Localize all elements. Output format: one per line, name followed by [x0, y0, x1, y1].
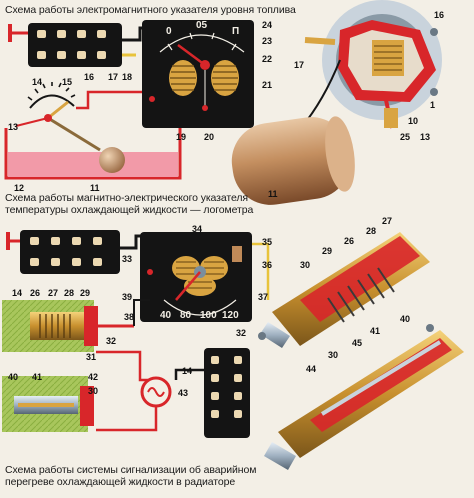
label-24: 24 — [262, 20, 272, 30]
label-30-c: 30 — [328, 350, 338, 360]
label-33: 33 — [122, 254, 132, 264]
label-17-b: 17 — [294, 60, 304, 70]
label-41-b: 41 — [370, 326, 380, 336]
fuel-dial-full: П — [232, 26, 239, 37]
fuel-gauge-panel — [142, 20, 254, 128]
caption-fuel-gauge: Схема работы электромагнитного указателя… — [5, 4, 296, 16]
temp-sensor-cutaway-upper — [258, 232, 430, 348]
label-30-a: 30 — [300, 260, 310, 270]
alarm-lamp — [140, 376, 172, 408]
label-14-a: 14 — [32, 77, 42, 87]
label-40-a: 40 — [8, 372, 18, 382]
label-10: 10 — [408, 116, 418, 126]
label-20: 20 — [204, 132, 214, 142]
caption-temp-gauge-2: температуры охлаждающей жидкости — логом… — [5, 204, 254, 216]
label-14-c: 14 — [182, 366, 192, 376]
label-19: 19 — [176, 132, 186, 142]
fuse-box-middle — [20, 230, 120, 274]
label-28-b: 28 — [366, 226, 376, 236]
temp-gauge-panel — [140, 232, 252, 322]
label-21: 21 — [262, 80, 272, 90]
label-16-b: 16 — [434, 10, 444, 20]
label-38: 38 — [124, 312, 134, 322]
label-42: 42 — [88, 372, 98, 382]
temp-dial-80: 80 — [180, 310, 192, 321]
label-44: 44 — [306, 364, 316, 374]
label-37: 37 — [258, 292, 268, 302]
label-14-b: 14 — [12, 288, 22, 298]
caption-alarm-2: перегреве охлаждающей жидкости в радиато… — [5, 476, 236, 488]
label-11-a: 11 — [90, 183, 100, 193]
fuel-dial-zero: 0 — [166, 26, 172, 37]
label-18: 18 — [122, 72, 132, 82]
label-34: 34 — [192, 224, 202, 234]
temp-dial-120: 120 — [222, 310, 239, 321]
alarm-sensor-left — [2, 376, 94, 432]
label-28-a: 28 — [64, 288, 74, 298]
label-26-b: 26 — [344, 236, 354, 246]
temp-dial-40: 40 — [160, 310, 172, 321]
label-32-a: 32 — [106, 336, 116, 346]
label-27: 27 — [48, 288, 58, 298]
label-35: 35 — [262, 237, 272, 247]
caption-alarm-1: Схема работы системы сигнализации об ава… — [5, 464, 257, 476]
fuel-sensor-cutaway — [304, 0, 442, 129]
label-30-b: 30 — [88, 386, 98, 396]
label-32-b: 32 — [236, 328, 246, 338]
label-13-b: 13 — [420, 132, 430, 142]
fuse-box-top — [28, 23, 122, 67]
label-36: 36 — [262, 260, 272, 270]
label-11-b: 11 — [268, 189, 278, 199]
label-22: 22 — [262, 54, 272, 64]
label-39: 39 — [122, 292, 132, 302]
label-45: 45 — [352, 338, 362, 348]
label-29-a: 29 — [80, 288, 90, 298]
label-16-a: 16 — [84, 72, 94, 82]
label-23: 23 — [262, 36, 272, 46]
label-41-a: 41 — [32, 372, 42, 382]
label-31: 31 — [86, 352, 96, 362]
label-43: 43 — [178, 388, 188, 398]
label-15: 15 — [62, 77, 72, 87]
wire-lamp-black — [174, 368, 204, 380]
alarm-sensor-cutaway — [264, 324, 464, 470]
wire-lamp-red — [96, 350, 160, 382]
ground-symbol — [8, 24, 28, 42]
label-13-a: 13 — [8, 122, 18, 132]
fuse-box-bottom — [204, 348, 250, 438]
label-25: 25 — [400, 132, 410, 142]
fuel-tank — [4, 82, 182, 180]
label-1: 1 — [430, 100, 435, 110]
ground-symbol-2 — [6, 232, 20, 250]
label-40-b: 40 — [400, 314, 410, 324]
temp-dial-100: 100 — [200, 310, 217, 321]
caption-temp-gauge-1: Схема работы магнитно-электрического ука… — [5, 192, 249, 204]
wire-temp-yellow — [252, 242, 270, 300]
wire-to-sensor — [96, 406, 158, 432]
label-12: 12 — [14, 183, 24, 193]
label-29-b: 29 — [322, 246, 332, 256]
label-27-b: 27 — [382, 216, 392, 226]
label-26-a: 26 — [30, 288, 40, 298]
float-cylinder — [231, 116, 355, 205]
coolant-sensor-left — [2, 299, 150, 352]
fuel-dial-half: 05 — [196, 20, 208, 31]
label-17-a: 17 — [108, 72, 118, 82]
